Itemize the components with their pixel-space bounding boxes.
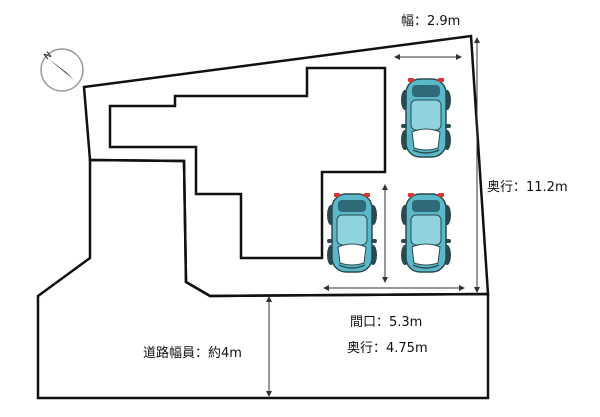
label-depth-side: 奥行：11.2m bbox=[487, 180, 568, 195]
car-icon-upper bbox=[400, 77, 452, 158]
label-width-top: 幅：2.9m bbox=[401, 14, 460, 29]
road-outline bbox=[36, 158, 490, 400]
house-footprint bbox=[108, 66, 387, 260]
label-road-width: 道路幅員：約4m bbox=[143, 345, 242, 361]
label-frontage: 間口：5.3m bbox=[350, 315, 422, 330]
compass: N bbox=[40, 48, 84, 92]
compass-north-label: N bbox=[43, 50, 55, 62]
car-icon-lower-left bbox=[326, 192, 378, 273]
label-depth-front: 奥行：4.75m bbox=[347, 341, 428, 356]
car-icon-lower-right bbox=[400, 192, 452, 273]
